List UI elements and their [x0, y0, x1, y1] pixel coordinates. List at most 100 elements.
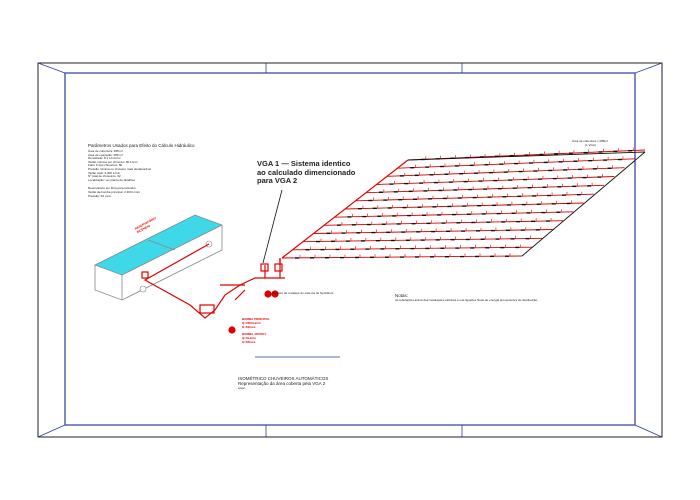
params-title: Parâmetros Usados para Efeito do Cálculo… — [88, 143, 195, 148]
sprinkler-head — [400, 256, 404, 258]
sprinkler-head — [380, 248, 385, 250]
outer-border — [37, 62, 663, 438]
sprinkler-head — [381, 223, 386, 225]
sprinkler-head — [456, 222, 461, 224]
sprinkler-head — [518, 170, 523, 173]
sprinkler-head — [366, 223, 371, 226]
sprinkler-head — [607, 167, 612, 170]
sprinkler-head — [613, 150, 618, 153]
sprinkler-head — [295, 257, 299, 259]
sprinkler-head — [393, 191, 398, 193]
sprinkler-head — [340, 256, 344, 259]
sprinkler-head — [347, 216, 352, 218]
sprinkler-head — [471, 221, 476, 224]
params-line: Área de cobertura: 288 m² — [88, 149, 124, 153]
caption-scale: s/esc. — [238, 386, 246, 390]
sprinkler-head — [453, 189, 458, 191]
sprinkler-head — [587, 185, 592, 187]
sprinkler-head — [548, 169, 553, 172]
sprinkler-head — [516, 220, 521, 223]
sprinkler-head — [462, 205, 467, 207]
sprinkler-head — [468, 188, 473, 191]
sprinkler-head — [461, 230, 466, 232]
sprinkler-head — [368, 199, 373, 202]
sprinkler-head — [469, 164, 474, 167]
sprinkler-head — [509, 155, 514, 157]
sprinkler-head — [477, 205, 482, 207]
sprinkler-head — [414, 174, 419, 177]
sprinkler-head — [396, 223, 401, 225]
sprinkler-head — [378, 191, 383, 194]
sprinkler-head — [371, 231, 376, 234]
sprinkler-head — [423, 190, 428, 192]
sprinkler-head — [360, 240, 365, 242]
sprinkler-head — [543, 161, 548, 164]
sprinkler-head — [389, 183, 394, 185]
sprinkler-head — [546, 220, 551, 222]
sprinkler-head — [386, 231, 391, 234]
sprinkler-head — [310, 257, 314, 259]
sprinkler-head — [554, 153, 559, 155]
sprinkler-head — [422, 214, 427, 216]
sprinkler-head — [463, 180, 468, 183]
area-label: Área de cobertura = 288m² — [572, 139, 608, 143]
params-line: Reservatório em fibra para incêndio — [88, 186, 136, 191]
sprinkler-head — [505, 229, 510, 232]
sprinkler-head — [315, 240, 320, 243]
sprinkler-head — [478, 180, 483, 182]
sprinkler-head — [488, 171, 493, 174]
pump-jockey-label: BOMBA JOCKEY Q=6L/min H=65mca — [242, 332, 267, 344]
sprinkler-head — [419, 182, 424, 184]
sprinkler-head — [387, 207, 392, 209]
sprinkler-head — [508, 179, 513, 181]
sprinkler-head — [429, 174, 434, 176]
area-outline — [521, 151, 646, 257]
sprinkler-head — [485, 247, 490, 249]
sprinkler-head — [503, 171, 508, 173]
params-line: Densidade: 8,1 L/min/m² — [88, 156, 121, 161]
sprinkler-head — [499, 163, 504, 165]
sprinkler-head — [451, 213, 456, 216]
sprinkler-head — [603, 159, 608, 161]
sprinkler-head — [568, 152, 573, 154]
area-outline — [407, 151, 646, 161]
sprinkler-head — [521, 203, 526, 206]
sprinkler-head — [445, 256, 449, 258]
sprinkler-head — [395, 248, 400, 250]
sprinkler-head — [372, 207, 377, 210]
sprinkler-head — [415, 256, 419, 258]
sprinkler-head — [431, 230, 436, 233]
params-line: Fator K dos chuveiros: 80 — [88, 163, 123, 168]
area-sub: (1 VGA) — [585, 143, 596, 147]
sprinkler-head — [341, 232, 346, 234]
sprinkler-head — [525, 237, 530, 240]
sprinkler-head — [531, 220, 536, 223]
sprinkler-head — [533, 170, 538, 172]
sprinkler-head — [430, 256, 434, 258]
sprinkler-head — [413, 198, 418, 200]
sprinkler-head — [556, 211, 561, 213]
sprinkler-head — [472, 196, 477, 199]
sprinkler-head — [383, 199, 388, 201]
params-line: Localização: ver planta de detalhes — [88, 177, 136, 182]
sprinkler-head — [480, 156, 485, 158]
sprinkler-head — [582, 176, 587, 179]
sprinkler-head — [490, 229, 495, 232]
sprinkler-head — [474, 172, 479, 174]
sprinkler-head — [410, 247, 415, 250]
sprinkler-head — [305, 249, 310, 251]
sprinkler-head — [490, 255, 494, 258]
sprinkler-head — [357, 208, 362, 210]
sprinkler-head — [598, 151, 603, 153]
sprinkler-head — [355, 256, 359, 259]
sprinkler-head — [385, 256, 389, 258]
sprinkler-head — [541, 211, 546, 214]
sprinkler-head — [405, 239, 410, 242]
sprinkler-head — [390, 239, 395, 242]
sprinkler-head — [566, 202, 571, 205]
sprinkler-head — [417, 206, 422, 208]
params-line: Pressão: 60 mca — [88, 193, 111, 198]
sprinkler-head — [576, 193, 581, 196]
sprinkler-head — [427, 198, 432, 200]
